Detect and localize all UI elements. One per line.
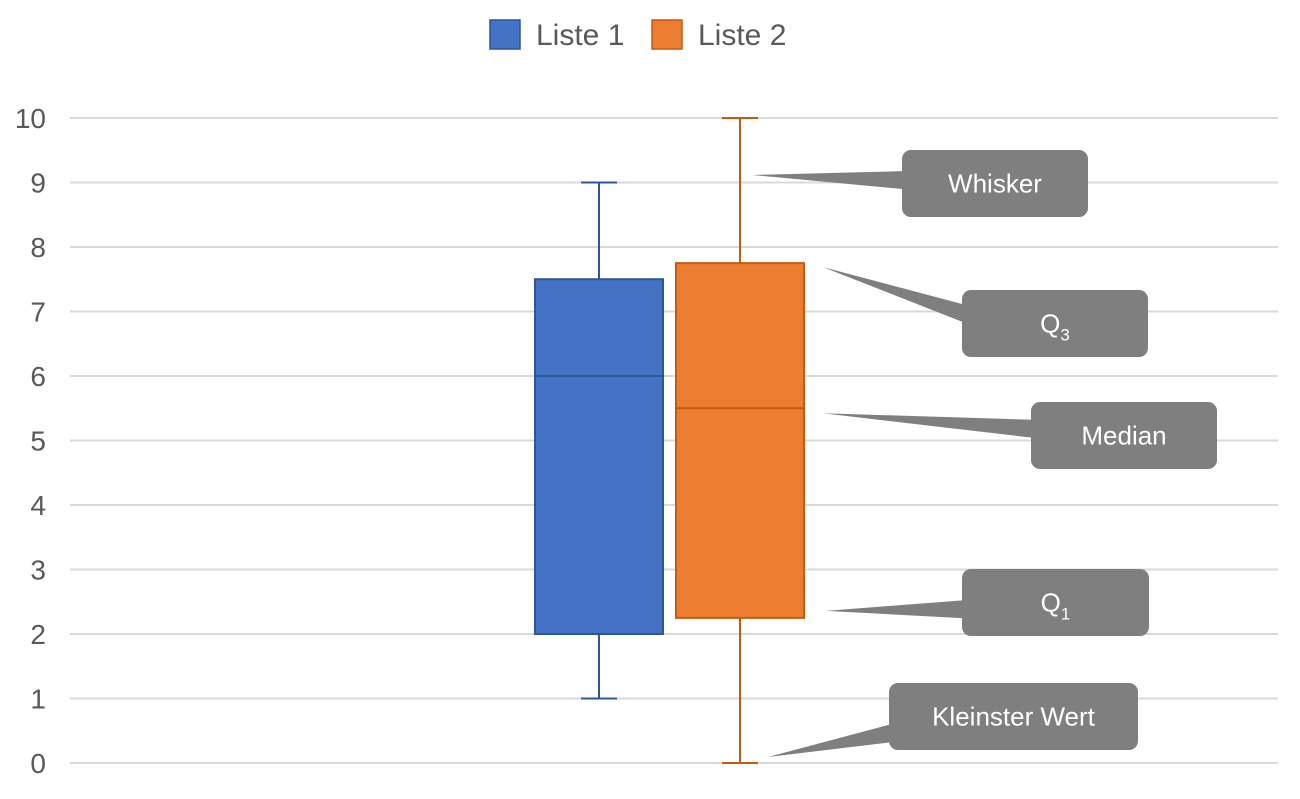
y-tick-label: 7 (30, 297, 46, 328)
callout-label: Median (1081, 421, 1166, 451)
callout-3: Median (823, 402, 1217, 469)
callout-label-main: Median (1081, 421, 1166, 451)
callout-box (889, 683, 1138, 750)
legend: Liste 1 Liste 2 (489, 19, 786, 52)
callout-label-main: Whisker (948, 169, 1042, 199)
callout-label-main: Kleinster Wert (932, 702, 1096, 732)
y-tick-label: 9 (30, 168, 46, 199)
box-2 (675, 117, 805, 764)
y-tick-label: 3 (30, 555, 46, 586)
callout-label-subscript: 3 (1060, 326, 1069, 345)
callout-box (962, 290, 1148, 357)
callout-label: Q3 (1040, 309, 1070, 345)
y-tick-label: 5 (30, 426, 46, 457)
callout-label: Whisker (948, 169, 1042, 199)
callout-box (962, 569, 1149, 636)
callout-label-main: Q (1041, 588, 1061, 618)
callout-5: Kleinster Wert (768, 683, 1138, 757)
callout-pointer (826, 600, 964, 619)
legend-label: Liste 2 (698, 19, 786, 52)
callout-pointer (752, 171, 904, 190)
callout-pointer (768, 724, 891, 757)
callout-box (1031, 402, 1217, 469)
y-tick-label: 1 (30, 684, 46, 715)
callout-pointer (823, 413, 1033, 438)
iqr-box (675, 262, 805, 619)
box-series (534, 117, 805, 764)
callout-label: Kleinster Wert (932, 702, 1096, 732)
legend-swatch (489, 19, 521, 50)
legend-swatch (651, 19, 683, 50)
callout-label: Q1 (1041, 588, 1071, 624)
iqr-box (534, 278, 664, 635)
legend-label: Liste 1 (536, 19, 624, 52)
y-tick-label: 8 (30, 232, 46, 263)
callout-box (902, 150, 1088, 217)
y-axis-ticks: 0 1 2 3 4 5 6 7 8 9 10 (15, 103, 46, 779)
callout-1: Whisker (752, 150, 1088, 217)
callout-4: Q1 (826, 569, 1149, 636)
callout-label-subscript: 1 (1061, 605, 1070, 624)
callout-2: Q3 (823, 267, 1148, 357)
y-tick-label: 10 (15, 103, 46, 134)
y-tick-label: 4 (30, 490, 46, 521)
y-tick-label: 2 (30, 619, 46, 650)
callout-label-main: Q (1040, 309, 1060, 339)
y-tick-label: 6 (30, 361, 46, 392)
callout-pointer (823, 267, 964, 323)
y-tick-label: 0 (30, 748, 46, 779)
box-1 (534, 181, 664, 700)
